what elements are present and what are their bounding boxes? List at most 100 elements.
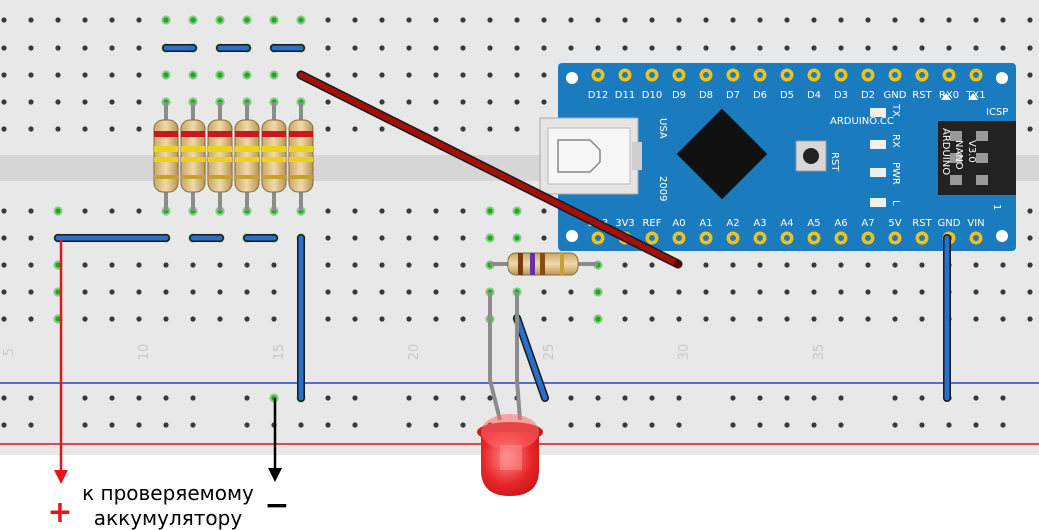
breadboard-hole <box>541 72 547 78</box>
breadboard-hole <box>892 45 898 51</box>
arduino-bottom-pin-label: REF <box>642 218 661 229</box>
breadboard-hole <box>244 316 250 322</box>
breadboard-hole <box>811 422 817 428</box>
breadboard-hole <box>487 235 493 241</box>
resistor-band <box>235 146 259 152</box>
breadboard-hole <box>784 422 790 428</box>
arduino-bottom-pin-label: A0 <box>672 218 685 229</box>
breadboard-hole <box>406 99 412 105</box>
breadboard-hole <box>352 262 358 268</box>
breadboard-hole <box>811 316 817 322</box>
arduino-bottom-pin-hole <box>892 235 898 241</box>
resistor-band <box>154 157 178 162</box>
arduino-bottom-pin-hole <box>919 235 925 241</box>
breadboard-hole <box>406 45 412 51</box>
breadboard-hole <box>190 395 196 401</box>
breadboard-hole <box>460 262 466 268</box>
breadboard-hole <box>352 316 358 322</box>
breadboard-hole <box>1027 126 1033 132</box>
breadboard-hole <box>649 289 655 295</box>
breadboard-hole <box>28 208 34 214</box>
resistor-band <box>235 175 259 179</box>
breadboard-hole <box>676 395 682 401</box>
breadboard-hole <box>28 395 34 401</box>
breadboard-hole <box>568 17 574 23</box>
led-resistor <box>490 252 598 276</box>
resistor-band <box>289 131 313 137</box>
breadboard-hole <box>1027 17 1033 23</box>
annotation-line-2: аккумулятору <box>94 506 243 530</box>
breadboard-hole <box>55 17 61 23</box>
breadboard-hole <box>595 422 601 428</box>
usb-port-outline <box>557 139 601 173</box>
breadboard-hole <box>352 395 358 401</box>
breadboard-hole <box>784 262 790 268</box>
brand-label: ARDUINO.CC <box>830 116 894 127</box>
arduino-nano: D12D11D10D9D8D7D6D5D4D3D2GNDRSTRX0TX1D13… <box>539 63 1016 251</box>
breadboard-hole <box>379 45 385 51</box>
breadboard-hole <box>325 208 331 214</box>
breadboard-hole <box>1027 289 1033 295</box>
arduino-top-pin-label: D12 <box>588 90 608 101</box>
blue-jumpers <box>54 44 951 402</box>
arduino-bottom-pin-hole <box>865 235 871 241</box>
breadboard-hole <box>892 262 898 268</box>
breadboard-hole <box>514 45 520 51</box>
breadboard-hole <box>136 289 142 295</box>
breadboard-hole <box>136 316 142 322</box>
breadboard-hole <box>595 289 601 295</box>
breadboard-hole <box>433 208 439 214</box>
breadboard-hole <box>1000 262 1006 268</box>
breadboard-hole <box>28 17 34 23</box>
breadboard-hole <box>622 17 628 23</box>
breadboard-hole <box>865 262 871 268</box>
arduino-top-pin-label: D8 <box>699 90 713 101</box>
breadboard-hole <box>1027 72 1033 78</box>
resistor-band <box>181 131 205 137</box>
breadboard-hole <box>433 262 439 268</box>
breadboard-hole <box>838 422 844 428</box>
breadboard-hole <box>406 208 412 214</box>
red-led <box>477 292 543 496</box>
column-number: 35 <box>812 344 827 361</box>
breadboard-hole <box>325 99 331 105</box>
arduino-top-pin-hole <box>730 72 736 78</box>
column-number: 25 <box>542 344 557 361</box>
breadboard-hole <box>325 17 331 23</box>
breadboard-hole <box>325 235 331 241</box>
breadboard-hole <box>109 289 115 295</box>
mount-hole <box>996 230 1008 242</box>
column-number: 20 <box>407 344 422 361</box>
breadboard-hole <box>55 45 61 51</box>
resistor-band <box>235 131 259 137</box>
breadboard-hole <box>649 262 655 268</box>
arduino-top-pin-label: D5 <box>780 90 794 101</box>
breadboard-hole <box>919 316 925 322</box>
resistor-band <box>289 175 313 179</box>
breadboard-hole <box>973 316 979 322</box>
breadboard-hole <box>136 422 142 428</box>
breadboard-hole <box>973 262 979 268</box>
breadboard-hole <box>460 395 466 401</box>
breadboard-hole <box>946 17 952 23</box>
breadboard-hole <box>325 126 331 132</box>
breadboard-hole <box>568 422 574 428</box>
arduino-top-pin-hole <box>892 72 898 78</box>
arduino-bottom-pin-hole <box>649 235 655 241</box>
reset-button-cap <box>803 148 819 164</box>
breadboard-hole <box>838 45 844 51</box>
breadboard-hole <box>163 422 169 428</box>
breadboard-hole <box>1000 316 1006 322</box>
breadboard-hole <box>406 422 412 428</box>
plus-sign: + <box>47 495 72 530</box>
breadboard-hole <box>811 289 817 295</box>
breadboard-hole <box>136 262 142 268</box>
arduino-bottom-pin-label: A2 <box>726 218 739 229</box>
breadboard-hole <box>595 45 601 51</box>
breadboard-hole <box>541 45 547 51</box>
breadboard-hole <box>379 126 385 132</box>
breadboard-hole <box>352 72 358 78</box>
breadboard-hole <box>946 45 952 51</box>
